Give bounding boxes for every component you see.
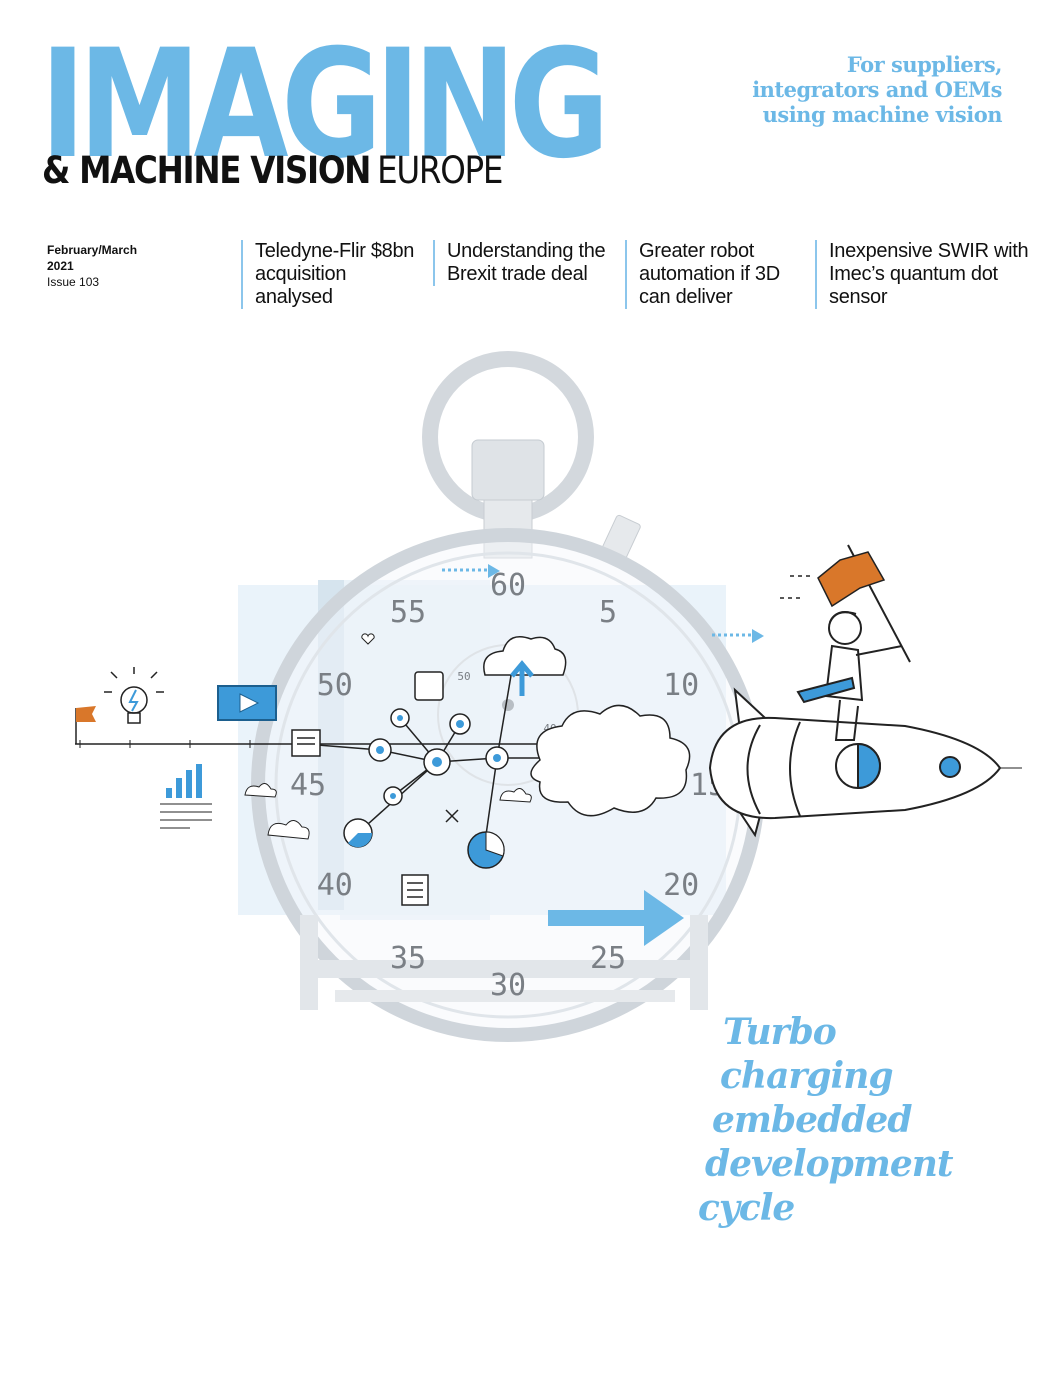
issue-info: February/March 2021 Issue 103	[47, 242, 137, 290]
dial-number: 60	[490, 568, 526, 603]
headline-swir[interactable]: Inexpensive SWIR with Imec’s quantum dot…	[815, 240, 1034, 309]
flag-icon	[75, 706, 96, 744]
masthead-title: IMAGING	[40, 18, 610, 192]
masthead-subtitle-light: EUROPE	[377, 149, 503, 192]
cloud-icon	[499, 788, 532, 803]
issue-number: Issue 103	[47, 275, 100, 289]
bar-chart-icon	[160, 764, 212, 829]
cloud-icon	[244, 783, 277, 798]
cover-story-headline[interactable]: Turbo charging embedded development cycl…	[690, 1010, 954, 1230]
pilot-figure	[796, 611, 903, 741]
document-icon	[291, 671, 444, 906]
close-mark-icon	[445, 809, 459, 823]
cover-story-line: development	[705, 1143, 954, 1185]
arrow-icon	[442, 564, 764, 946]
dial-number: 20	[663, 868, 699, 903]
headline-brexit[interactable]: Understanding the Brexit trade deal	[433, 240, 617, 286]
rocket-icon	[708, 687, 1022, 838]
dial-number: 25	[590, 941, 626, 976]
cover-story-line: embedded	[712, 1099, 912, 1141]
network-icon	[304, 651, 540, 836]
masthead-subtitle-bold: & MACHINE VISION	[42, 149, 371, 192]
pie-chart-icon	[343, 818, 505, 869]
dial-number: 45	[290, 768, 326, 803]
dial-number: 10	[663, 668, 699, 703]
cover-story-line: Turbo	[723, 1011, 837, 1053]
issue-year: 2021	[47, 259, 74, 273]
dial-number: 40	[317, 868, 353, 903]
exhaust-cloud	[530, 704, 691, 817]
cover-illustration: 605101520253035404550555040	[75, 351, 1022, 1042]
cloud-upload-icon	[483, 636, 567, 696]
cover-story-line: cycle	[698, 1187, 795, 1229]
inner-dial-number: 50	[457, 670, 470, 683]
lightbulb-icon	[104, 667, 164, 724]
dial-number: 35	[390, 941, 426, 976]
cloud-icon	[267, 820, 310, 840]
heart-icon	[361, 633, 375, 645]
cover-story-line: charging	[720, 1055, 894, 1097]
flag-icon	[817, 544, 911, 663]
play-icon	[217, 685, 277, 721]
dial-number: 5	[599, 595, 617, 630]
dial-number: 30	[490, 968, 526, 1003]
dial-number: 50	[317, 668, 353, 703]
issue-date: February/March	[47, 243, 138, 257]
headline-robot[interactable]: Greater robot automation if 3D can deliv…	[625, 240, 809, 309]
dial-number: 55	[390, 595, 426, 630]
headline-teledyne[interactable]: Teledyne-Flir $8bn acquisition analysed	[241, 240, 425, 309]
tagline: For suppliers, integrators and OEMs usin…	[752, 52, 1002, 127]
